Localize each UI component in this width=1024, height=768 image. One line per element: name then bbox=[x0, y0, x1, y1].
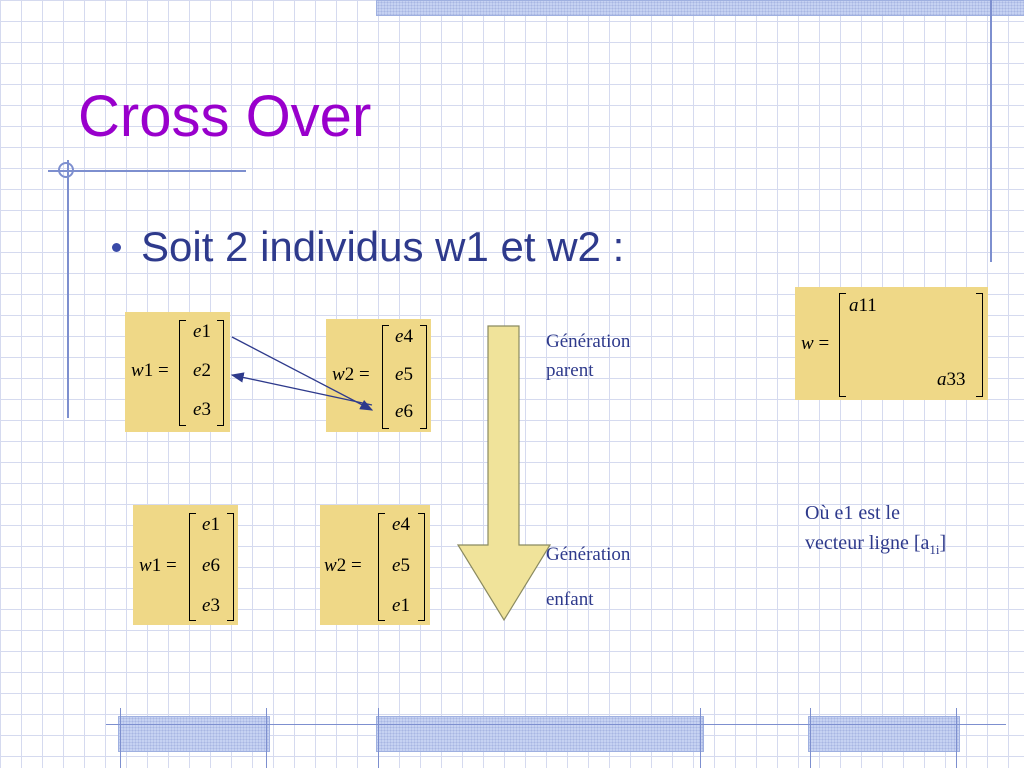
left-bracket bbox=[189, 513, 196, 621]
matrix-element: e4 bbox=[395, 326, 413, 347]
note-line2: vecteur ligne [a1i] bbox=[805, 532, 947, 557]
left-bracket bbox=[382, 325, 389, 429]
bullet-dot-icon bbox=[112, 242, 121, 252]
matrix-element-a33: a33 bbox=[937, 369, 966, 390]
bottom-v-line-6 bbox=[956, 708, 957, 768]
right-bracket bbox=[418, 513, 425, 621]
bottom-v-line-4 bbox=[700, 708, 701, 768]
matrix-element: e1 bbox=[392, 595, 410, 616]
matrix-element: e3 bbox=[202, 595, 220, 616]
right-bracket bbox=[420, 325, 427, 429]
matrix-element: e5 bbox=[392, 555, 410, 576]
bottom-v-line-5 bbox=[810, 708, 811, 768]
top-decor-bar bbox=[376, 0, 1024, 16]
left-bracket bbox=[839, 293, 846, 397]
matrix-element: e1 bbox=[202, 514, 220, 535]
decor-ring-icon bbox=[58, 162, 74, 178]
bottom-v-line-3 bbox=[378, 708, 379, 768]
matrix-element: e5 bbox=[395, 364, 413, 385]
right-decor-line bbox=[990, 0, 992, 262]
matrix-element-a11: a11 bbox=[849, 295, 877, 316]
left-bracket bbox=[378, 513, 385, 621]
parent-w2-matrix: w2 = e4 e5 e6 bbox=[326, 319, 431, 432]
bottom-decor-bar-2 bbox=[376, 716, 704, 752]
note-line1: Où e1 est le bbox=[805, 502, 900, 524]
crossover-connector-to-e2 bbox=[230, 372, 373, 406]
bullet-text: Soit 2 individus w1 et w2 : bbox=[141, 223, 625, 270]
matrix-label: w = bbox=[801, 333, 830, 354]
bottom-v-line-2 bbox=[266, 708, 267, 768]
bottom-decor-bar-3 bbox=[808, 716, 960, 752]
matrix-label: w1 = bbox=[139, 555, 177, 576]
parent-w1-matrix: w1 = e1 e2 e3 bbox=[125, 312, 230, 432]
right-bracket bbox=[976, 293, 983, 397]
matrix-label: w1 = bbox=[131, 360, 169, 381]
matrix-label: w2 = bbox=[324, 555, 362, 576]
generation-label-line1: Génération bbox=[546, 544, 631, 565]
row-vector-note: Où e1 est le vecteur ligne [a1i] bbox=[805, 498, 946, 560]
left-decor-line bbox=[67, 160, 69, 418]
bullet-point: Soit 2 individus w1 et w2 : bbox=[112, 226, 624, 268]
generation-label-line1: Génération bbox=[546, 331, 631, 352]
right-bracket bbox=[217, 320, 224, 426]
matrix-label: w2 = bbox=[332, 364, 370, 385]
w-matrix: w = a11 a33 bbox=[795, 287, 988, 400]
title-underline bbox=[48, 170, 246, 172]
matrix-element: e6 bbox=[202, 555, 220, 576]
child-w2-matrix: w2 = e4 e5 e1 bbox=[320, 505, 430, 625]
generation-label-line2: enfant bbox=[546, 588, 594, 610]
bottom-h-line bbox=[106, 724, 1006, 725]
generation-label-line2: parent bbox=[546, 360, 594, 382]
generation-child-label: Génération enfant bbox=[546, 541, 630, 614]
crossover-connector-to-e6 bbox=[231, 336, 374, 411]
bottom-v-line-1 bbox=[120, 708, 121, 768]
matrix-element: e4 bbox=[392, 514, 410, 535]
bottom-decor-bar-1 bbox=[118, 716, 270, 752]
right-bracket bbox=[227, 513, 234, 621]
slide-title: Cross Over bbox=[78, 84, 372, 149]
matrix-element: e1 bbox=[193, 321, 211, 342]
child-w1-matrix: w1 = e1 e6 e3 bbox=[133, 505, 238, 625]
left-bracket bbox=[179, 320, 186, 426]
matrix-element: e2 bbox=[193, 360, 211, 381]
matrix-element: e6 bbox=[395, 401, 413, 422]
matrix-element: e3 bbox=[193, 399, 211, 420]
generation-parent-label: Génération parent bbox=[546, 327, 630, 386]
down-arrow-icon bbox=[456, 325, 552, 622]
